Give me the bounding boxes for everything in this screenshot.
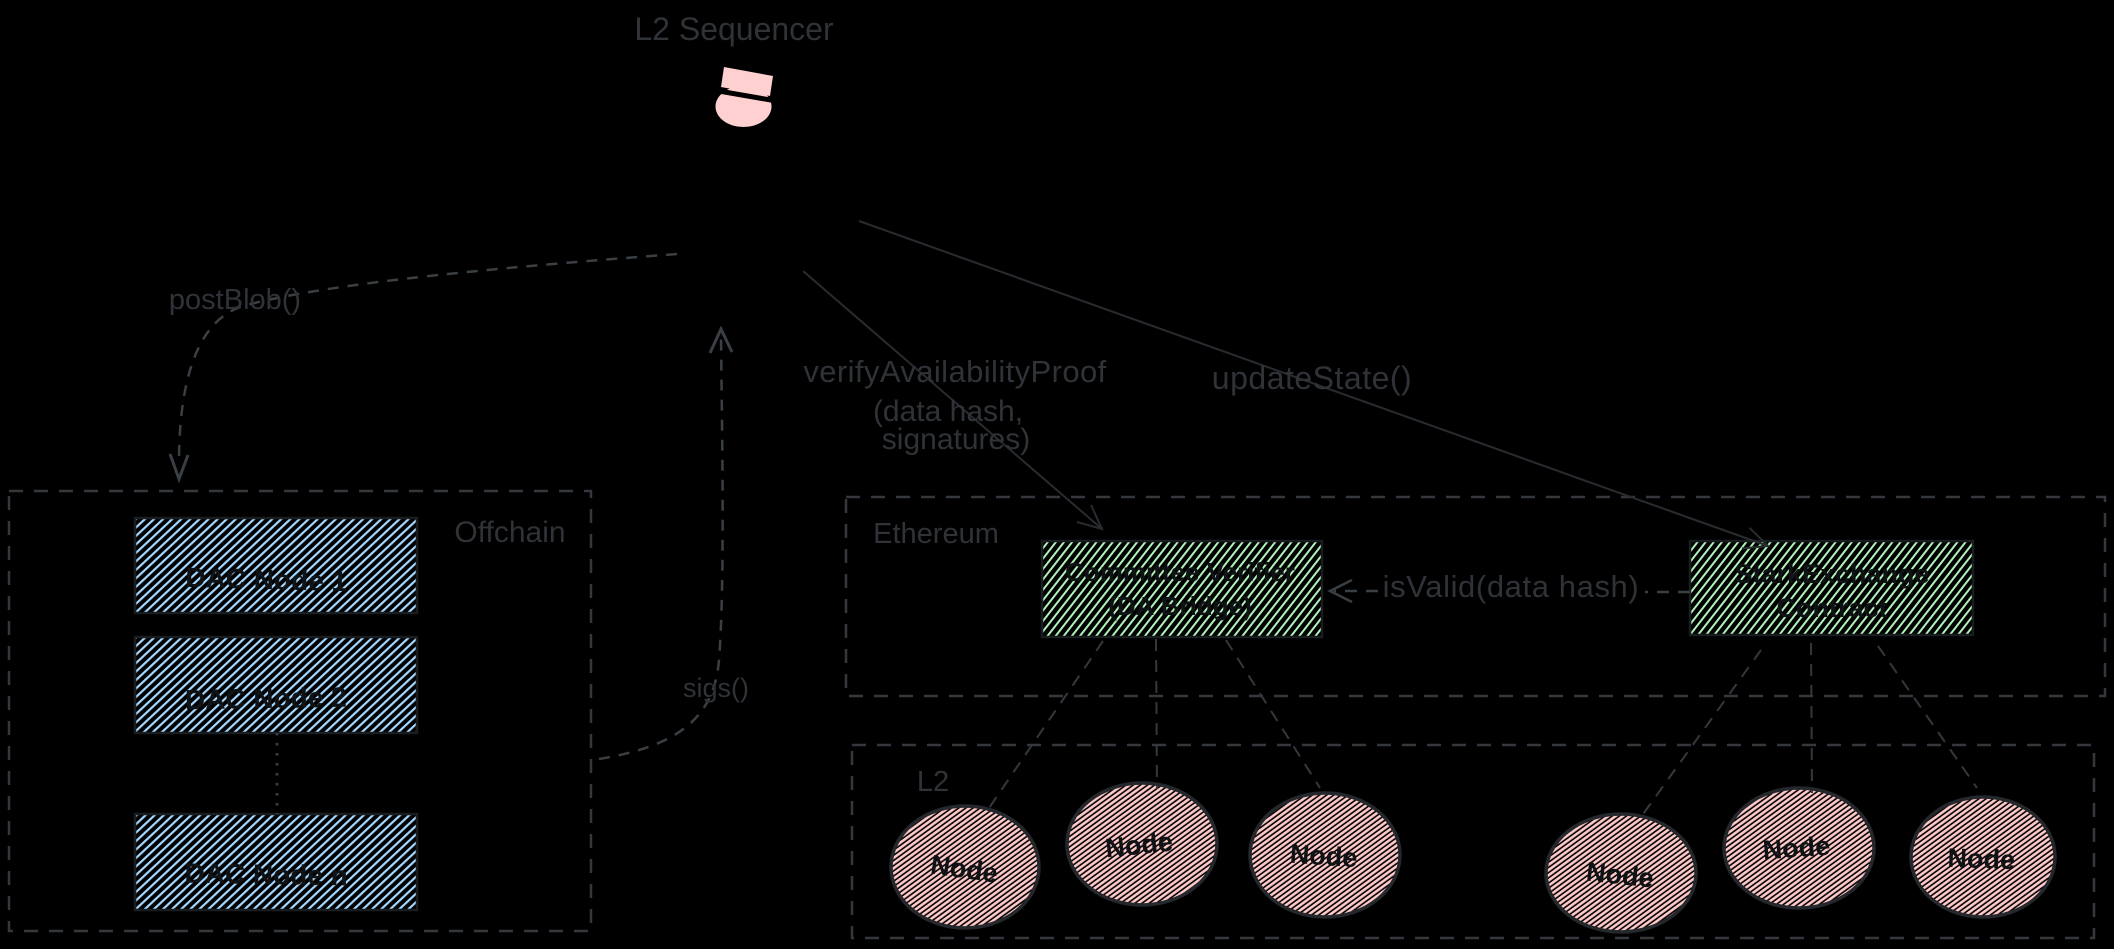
svg-text:Contract: Contract xyxy=(1776,593,1887,623)
svg-text:Ethereum: Ethereum xyxy=(873,518,999,550)
svg-text:Node: Node xyxy=(1762,831,1831,866)
svg-text:Node: Node xyxy=(1104,827,1174,864)
svg-text:DAC Node n: DAC Node n xyxy=(184,858,348,892)
svg-text:L2 Sequencer: L2 Sequencer xyxy=(634,11,834,47)
svg-text:postBlob(): postBlob() xyxy=(169,284,301,316)
svg-text:DAC Node 1: DAC Node 1 xyxy=(185,562,348,597)
svg-text:sigs(): sigs() xyxy=(683,673,749,703)
svg-text:L2: L2 xyxy=(917,766,949,798)
svg-text:(DA Bridge): (DA Bridge) xyxy=(1108,591,1251,621)
svg-text:isValid(data hash): isValid(data hash) xyxy=(1383,569,1640,604)
svg-text:Node: Node xyxy=(1947,843,2016,875)
svg-text:updateState(): updateState() xyxy=(1212,360,1412,396)
svg-text:signatures): signatures) xyxy=(882,423,1030,456)
svg-text:verifyAvailabilityProof: verifyAvailabilityProof xyxy=(803,354,1106,389)
svg-text:(data hash,: (data hash, xyxy=(873,395,1023,428)
svg-text:StarkExchange: StarkExchange xyxy=(1734,559,1929,589)
svg-text:Committee Verifier: Committee Verifier xyxy=(1065,557,1295,587)
svg-text:Node: Node xyxy=(1289,839,1358,874)
svg-text:DAC Node 2: DAC Node 2 xyxy=(185,682,347,716)
svg-text:Node: Node xyxy=(1585,857,1655,894)
svg-text:Offchain: Offchain xyxy=(454,516,565,549)
